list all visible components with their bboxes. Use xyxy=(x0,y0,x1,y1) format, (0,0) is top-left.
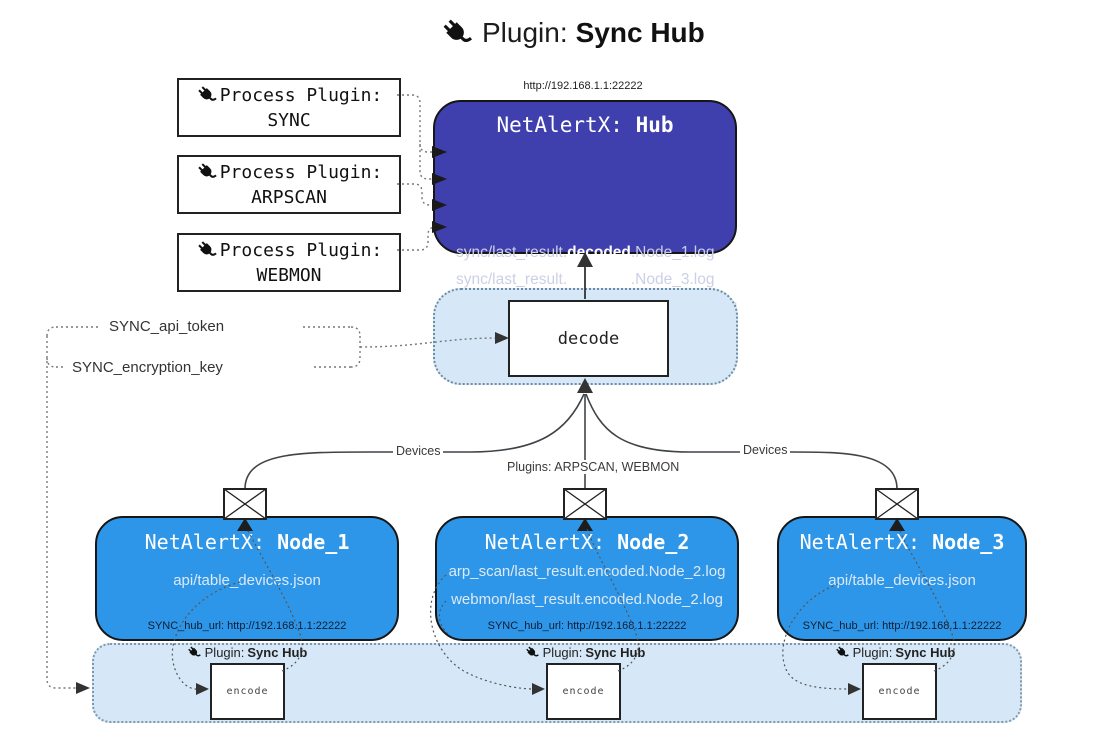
envelope-icon xyxy=(563,488,607,520)
plug-icon xyxy=(198,86,217,101)
envelope-icon xyxy=(223,488,267,520)
plug-icon xyxy=(526,646,539,657)
hub-box: NetAlertX: Hub sync/last_result.decoded.… xyxy=(433,100,737,337)
node-file: webmon/last_result.encoded.Node_2.log xyxy=(451,591,723,608)
process-plugin-name: SYNC xyxy=(267,109,311,131)
node-title: NetAlertX: Node_1 xyxy=(144,530,350,554)
hub-title-prefix: NetAlertX: xyxy=(496,113,623,137)
node-title: NetAlertX: Node_2 xyxy=(484,530,690,554)
sync-encryption-key-label: SYNC_encryption_key xyxy=(68,359,227,376)
node-box-node1: NetAlertX: Node_1 api/table_devices.json… xyxy=(95,516,399,641)
node-box-node3: NetAlertX: Node_3 api/table_devices.json… xyxy=(777,516,1027,641)
node-hub-url: SYNC_hub_url: http://192.168.1.1:22222 xyxy=(487,620,687,632)
title-name: Sync Hub xyxy=(575,17,705,48)
process-plugin-box-sync: Process Plugin: SYNC xyxy=(177,78,401,137)
edge-label-plugins: Plugins: ARPSCAN, WEBMON xyxy=(504,460,683,474)
node-box-node2: NetAlertX: Node_2 arp_scan/last_result.e… xyxy=(435,516,739,641)
process-plugin-box-arpscan: Process Plugin: ARPSCAN xyxy=(177,155,401,214)
decode-box: decode xyxy=(508,300,669,377)
node-hub-url: SYNC_hub_url: http://192.168.1.1:22222 xyxy=(802,620,1002,632)
plugin-sync-hub-label: Plugin: Sync Hub xyxy=(525,645,645,660)
hub-log-line: sync/last_result.decoded.Node_3.log xyxy=(456,271,715,288)
edge-devices-right xyxy=(585,393,898,490)
node-file: api/table_devices.json xyxy=(828,572,976,589)
encode-box: encode xyxy=(862,663,937,720)
hub-log-line: sync/last_result.decoded.Node_1.log xyxy=(456,244,715,261)
title-label: Plugin: xyxy=(482,17,568,48)
node-file: api/table_devices.json xyxy=(173,572,321,589)
plug-icon xyxy=(836,646,849,657)
process-plugin-box-webmon: Process Plugin: WEBMON xyxy=(177,233,401,292)
node-hub-url: SYNC_hub_url: http://192.168.1.1:22222 xyxy=(147,620,347,632)
plugin-sync-hub-label: Plugin: Sync Hub xyxy=(835,645,955,660)
decode-label: decode xyxy=(557,328,620,349)
encode-box: encode xyxy=(546,663,621,720)
process-plugin-label: Process Plugin: xyxy=(219,84,383,106)
edge-label-devices-right: Devices xyxy=(740,443,791,457)
hub-url-label: http://192.168.1.1:22222 xyxy=(523,80,643,92)
edge-devices-left xyxy=(244,393,585,490)
page-title: Plugin: Sync Hub xyxy=(440,16,705,50)
process-plugin-label: Process Plugin: xyxy=(219,161,383,183)
process-plugin-label: Process Plugin: xyxy=(219,239,383,261)
plug-icon xyxy=(443,19,473,42)
sync-api-token-label: SYNC_api_token xyxy=(105,318,229,335)
node-title: NetAlertX: Node_3 xyxy=(799,530,1005,554)
key-to-bar-arrow xyxy=(76,682,90,694)
plugin-sync-hub-label: Plugin: Sync Hub xyxy=(187,645,307,660)
envelope-icon xyxy=(875,488,919,520)
process-plugin-name: WEBMON xyxy=(256,264,322,286)
plug-icon xyxy=(188,646,201,657)
hub-title: NetAlertX: Hub xyxy=(435,113,735,137)
process-plugin-name: ARPSCAN xyxy=(251,186,327,208)
encode-box: encode xyxy=(210,663,285,720)
node-file: arp_scan/last_result.encoded.Node_2.log xyxy=(448,563,726,580)
edge-label-devices-left: Devices xyxy=(393,444,444,458)
plug-icon xyxy=(198,163,217,178)
hub-title-name: Hub xyxy=(635,113,674,137)
plug-icon xyxy=(198,241,217,256)
